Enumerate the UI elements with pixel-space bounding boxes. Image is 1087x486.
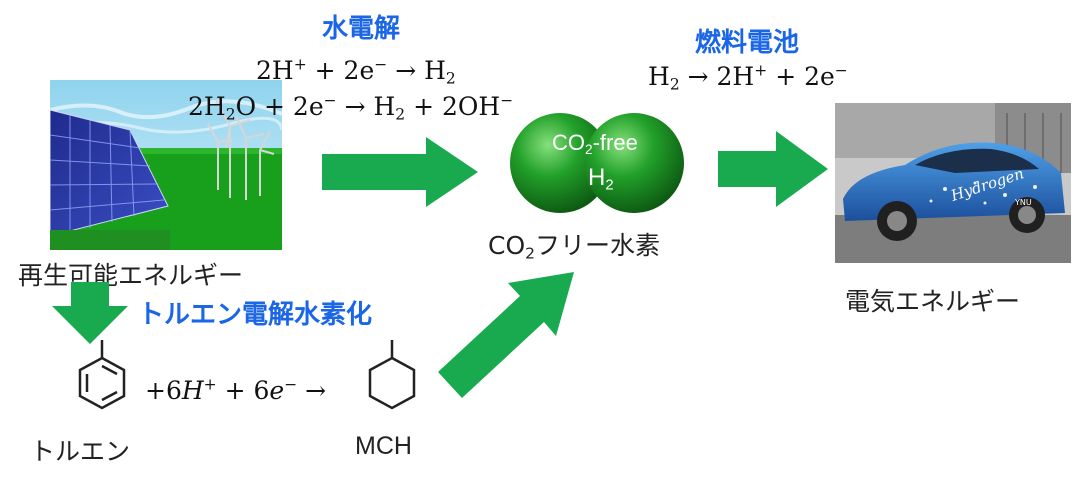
mch-label: MCH	[355, 432, 412, 460]
hydrogen-molecule-icon	[510, 113, 684, 213]
electric-energy-label: 電気エネルギー	[845, 287, 1021, 316]
wind-turbine-icon	[207, 99, 275, 200]
electrolysis-equation-1: 2H+ + 2e− → H2	[256, 55, 456, 88]
fuel-cell-car-image: Hydrogen YNU	[835, 103, 1071, 263]
toluene-reaction-equation: +6H+ + 6e− →	[145, 375, 327, 405]
h2-label: H2	[588, 164, 614, 194]
arrow-right-icon	[322, 137, 478, 207]
toluene-structure-icon	[78, 340, 126, 410]
toluene-label: トルエン	[30, 437, 131, 466]
arrow-right-icon	[718, 131, 828, 207]
renewable-energy-image	[50, 80, 282, 250]
fuel-cell-title: 燃料電池	[695, 28, 800, 58]
electrolysis-title: 水電解	[322, 14, 401, 44]
electrolysis-equation-2: 2H2O + 2e− → H2 + 2OH−	[188, 91, 514, 124]
arrow-down-icon	[52, 282, 128, 344]
fuel-cell-equation: H2 → 2H+ + 2e−	[648, 61, 848, 94]
arrow-diagonal-icon	[438, 272, 574, 398]
solar-panel-icon	[50, 109, 170, 250]
renewable-energy-label: 再生可能エネルギー	[18, 261, 244, 290]
co2-free-hydrogen-label: CO2フリー水素	[488, 231, 661, 263]
car-badge-small: YNU	[1014, 198, 1032, 207]
toluene-hydrogenation-title: トルエン電解水素化	[138, 300, 373, 330]
mch-structure-icon	[368, 340, 416, 410]
co2-free-label: CO2-free	[552, 130, 638, 158]
